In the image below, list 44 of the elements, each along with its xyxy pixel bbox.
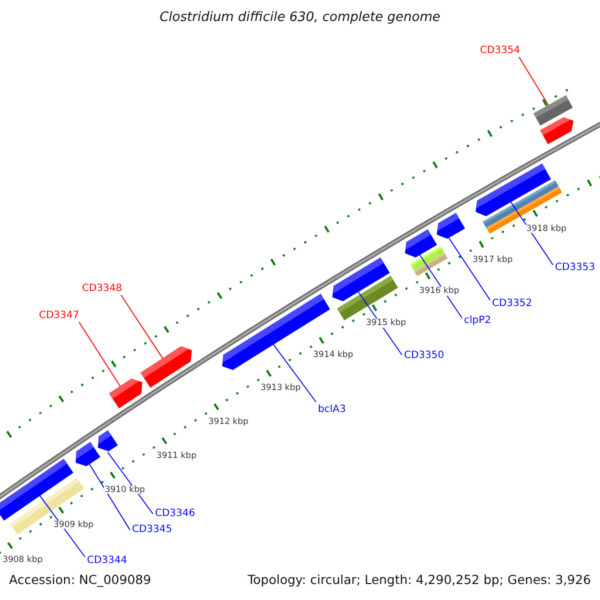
leader-line bbox=[39, 495, 86, 558]
scale-label: 3916 kbp bbox=[418, 286, 460, 296]
leader-line bbox=[272, 344, 316, 402]
scale-label: 3912 kbp bbox=[207, 417, 250, 426]
accession-text: Accession: NC_009089 bbox=[9, 574, 152, 586]
gene-label: CD3352 bbox=[492, 299, 532, 309]
genome-summary: Topology: circular; Length: 4,290,252 bp; Genes: 3,926 bbox=[248, 574, 591, 586]
leader-line bbox=[358, 291, 402, 356]
gene-label: bclA3 bbox=[318, 405, 346, 415]
gene-block bbox=[540, 117, 574, 144]
gene-block bbox=[76, 442, 100, 466]
gene-block bbox=[140, 346, 192, 388]
scale-label: 3909 kbp bbox=[52, 520, 95, 529]
gene-block bbox=[436, 212, 465, 239]
gene-label: CD3348 bbox=[82, 284, 122, 294]
leader-line bbox=[518, 56, 549, 106]
gene-label: CD3350 bbox=[404, 351, 444, 361]
gene-label: CD3346 bbox=[155, 509, 196, 519]
scale-label: 3911 kbp bbox=[155, 451, 198, 460]
scale-label: 3910 kbp bbox=[104, 486, 146, 494]
scale-label: 3908 kbp bbox=[2, 556, 44, 564]
leader-line bbox=[120, 294, 164, 359]
scale-label: 3917 kbp bbox=[472, 256, 514, 264]
leader-line bbox=[89, 464, 130, 530]
gene-label: CD3344 bbox=[87, 556, 128, 566]
scale-label: 3914 kbp bbox=[312, 351, 354, 360]
scale-label: 3913 kbp bbox=[260, 384, 302, 393]
gene-label: CD3345 bbox=[132, 525, 172, 535]
gene-feature-bar bbox=[337, 276, 398, 320]
scale-label: 3915 kbp bbox=[365, 318, 408, 328]
gene-label: clpP2 bbox=[464, 316, 492, 326]
gene-block bbox=[98, 430, 118, 452]
leader-line bbox=[448, 237, 490, 300]
leader-line bbox=[419, 254, 462, 318]
gene-label: CD3353 bbox=[555, 263, 596, 273]
gene-feature-bar bbox=[414, 252, 448, 276]
gene-block bbox=[109, 378, 142, 408]
gene-label: CD3354 bbox=[480, 46, 520, 56]
leader-line bbox=[78, 322, 121, 387]
map-title: Clostridium difficile 630, complete genome bbox=[158, 11, 442, 24]
scale-label: 3918 kbp bbox=[525, 224, 568, 234]
gene-label: CD3347 bbox=[39, 311, 80, 321]
leader-line bbox=[510, 202, 554, 266]
leader-line bbox=[107, 452, 154, 514]
